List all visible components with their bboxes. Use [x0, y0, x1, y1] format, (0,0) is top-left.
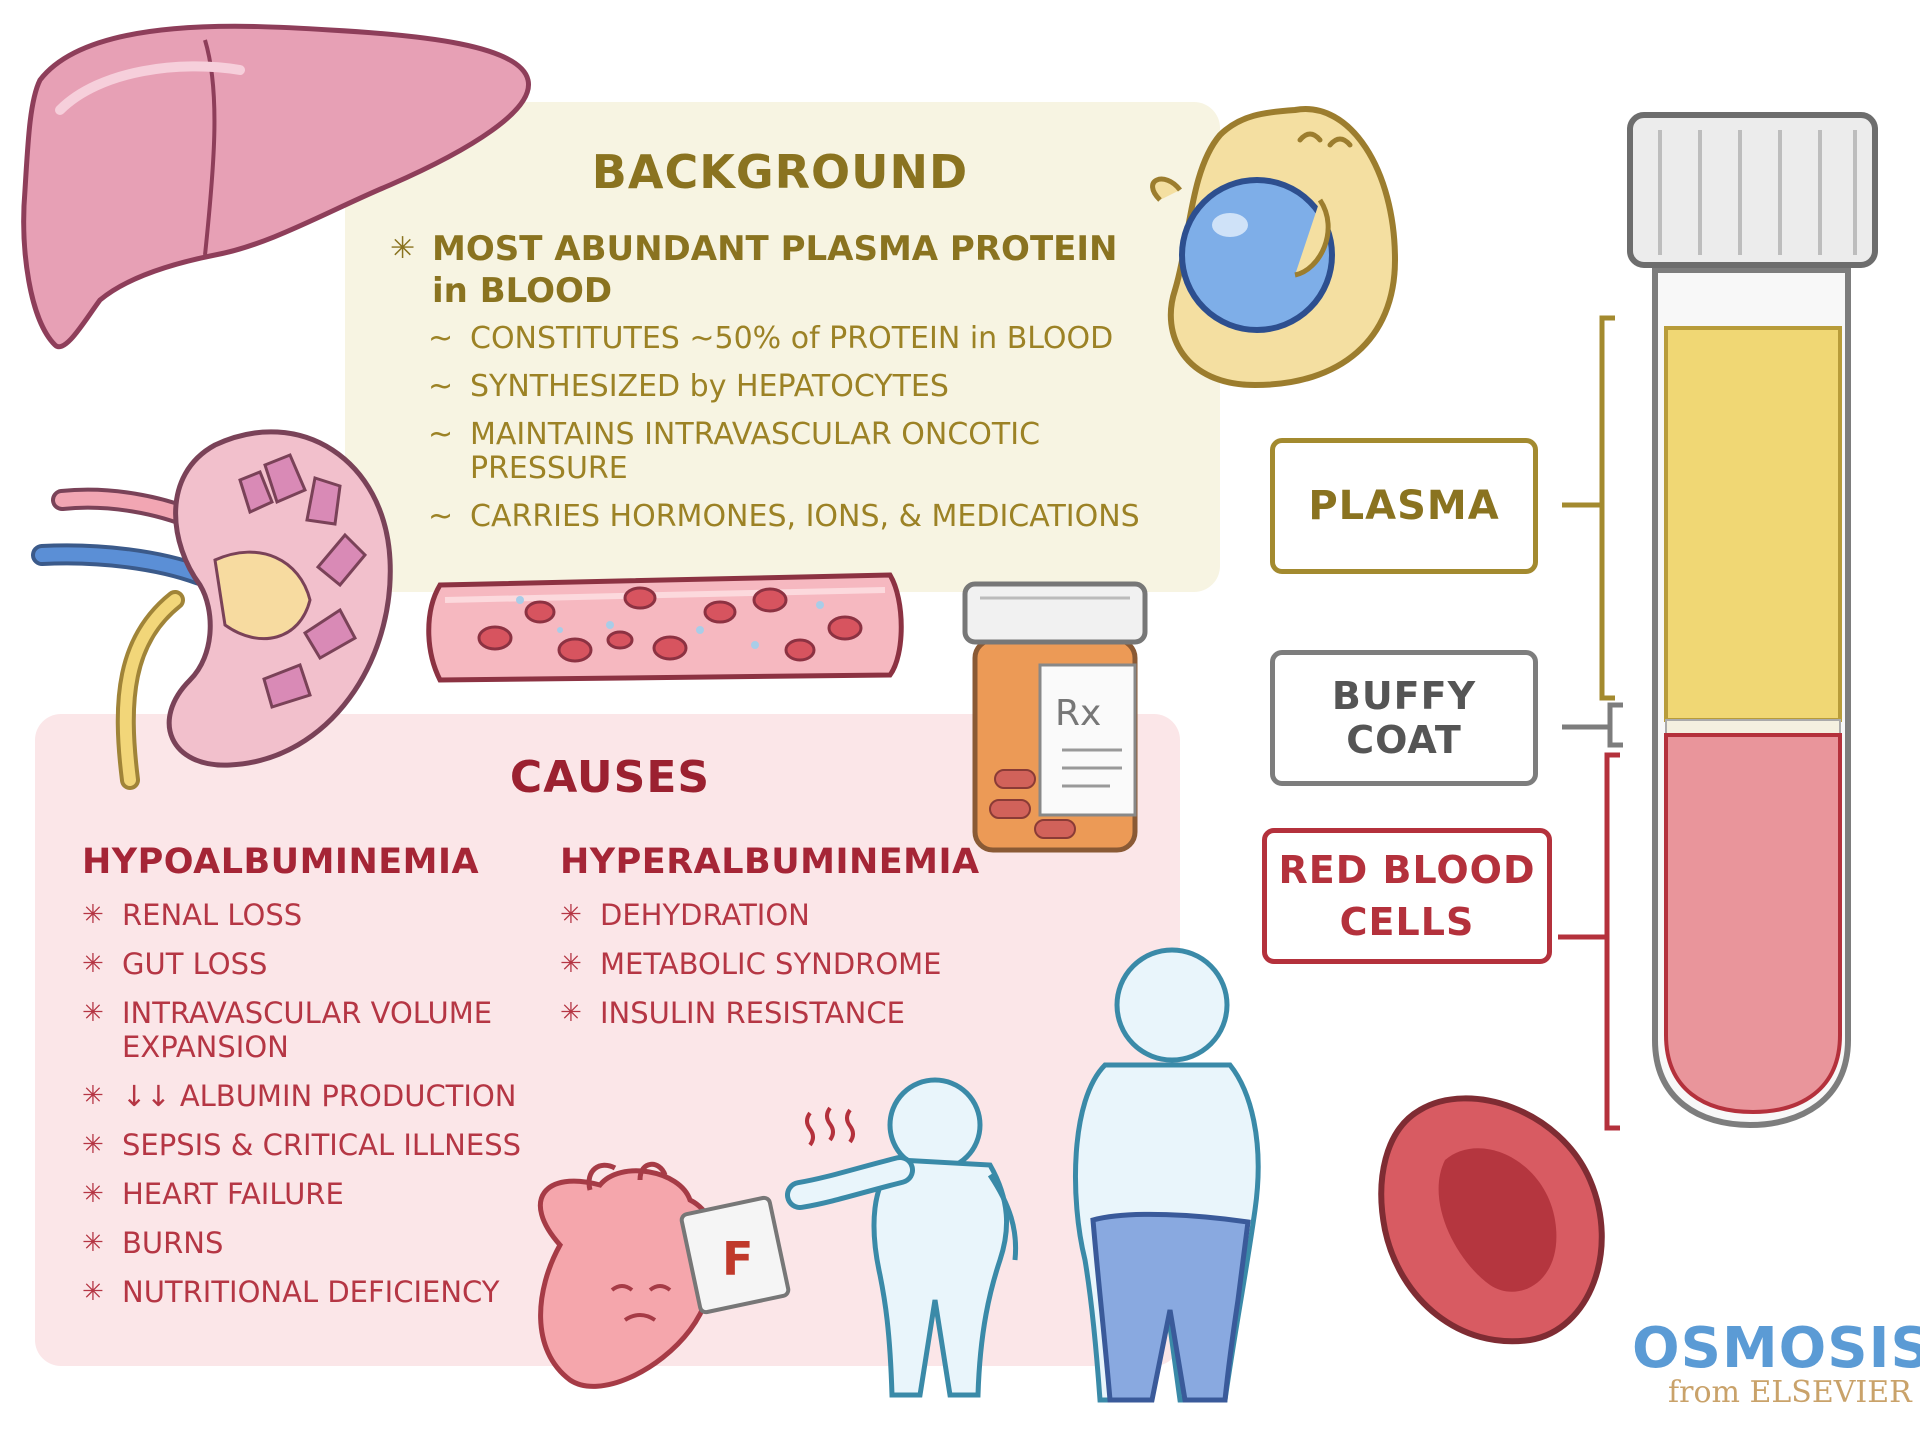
list-item: ✳ SEPSIS & CRITICAL ILLNESS	[82, 1128, 552, 1162]
hyperalbuminemia-list: ✳ DEHYDRATION ✳ METABOLIC SYNDROME ✳ INSULI…	[560, 898, 1020, 1045]
list-item: ✳ GUT LOSS	[82, 947, 552, 981]
list-item-text: METABOLIC SYNDROME	[600, 947, 942, 981]
grade-label: F	[722, 1232, 753, 1286]
list-item-text: GUT LOSS	[122, 947, 268, 981]
plasma-label: PLASMA	[1270, 438, 1538, 574]
rx-label: Rx	[1055, 693, 1101, 734]
sub-point: ~ MAINTAINS INTRAVASCULAR ONCOTIC PRESSU…	[428, 418, 1168, 486]
asterisk-icon: ✳	[82, 1081, 104, 1111]
list-item: ✳ RENAL LOSS	[82, 898, 552, 932]
tilde-icon: ~	[428, 417, 454, 452]
tilde-icon: ~	[428, 499, 454, 534]
sub-point-text: CARRIES HORMONES, IONS, & MEDICATIONS	[470, 499, 1140, 534]
background-title: BACKGROUND	[591, 145, 969, 199]
list-item-text: RENAL LOSS	[122, 898, 303, 932]
sub-point: ~ CONSTITUTES ~50% of PROTEIN in BLOOD	[428, 322, 1168, 356]
hyperalbuminemia-heading: HYPERALBUMINEMIA	[560, 842, 980, 882]
background-sub-list: ~ CONSTITUTES ~50% of PROTEIN in BLOOD ~…	[428, 322, 1168, 548]
list-item-text: SEPSIS & CRITICAL ILLNESS	[122, 1128, 522, 1162]
tilde-icon: ~	[428, 369, 454, 404]
rbc-label-line2: CELLS	[1339, 900, 1475, 944]
buffy-coat-label: BUFFY COAT	[1270, 650, 1538, 786]
plasma-label-text: PLASMA	[1308, 483, 1500, 529]
list-item-text: ↓↓ ALBUMIN PRODUCTION	[122, 1079, 517, 1113]
asterisk-icon: ✳	[82, 1179, 104, 1209]
logo-name: OSMOSIS	[1632, 1316, 1920, 1381]
list-item-text: INTRAVASCULAR VOLUME EXPANSION	[122, 996, 493, 1064]
sub-point-text: MAINTAINS INTRAVASCULAR ONCOTIC PRESSURE	[470, 417, 1041, 486]
hypoalbuminemia-heading: HYPOALBUMINEMIA	[82, 842, 480, 882]
rbc-bracket	[1558, 752, 1620, 1131]
heart-illustration: F	[538, 1161, 791, 1389]
buffy-bracket	[1562, 702, 1623, 748]
sub-point-text: SYNTHESIZED by HEPATOCYTES	[470, 369, 949, 404]
plasma-bracket	[1562, 315, 1615, 701]
background-main-point: ✳ MOST ABUNDANT PLASMA PROTEIN in BLOOD	[390, 228, 1150, 312]
test-tube-illustration	[1627, 112, 1878, 1129]
liver-illustration	[21, 23, 531, 350]
asterisk-icon: ✳	[82, 1130, 104, 1160]
sub-point: ~ CARRIES HORMONES, IONS, & MEDICATIONS	[428, 500, 1168, 534]
list-item-text: HEART FAILURE	[122, 1177, 344, 1211]
red-blood-cell-illustration	[1378, 1095, 1605, 1345]
asterisk-icon: ✳	[560, 949, 582, 979]
list-item: ✳ INTRAVASCULAR VOLUME EXPANSION	[82, 996, 552, 1064]
sub-point: ~ SYNTHESIZED by HEPATOCYTES	[428, 370, 1168, 404]
list-item: ✳ INSULIN RESISTANCE	[560, 996, 1020, 1030]
list-item-text: NUTRITIONAL DEFICIENCY	[122, 1275, 500, 1309]
red-blood-cells-label: RED BLOOD CELLS	[1262, 828, 1552, 964]
tilde-icon: ~	[428, 321, 454, 356]
asterisk-icon: ✳	[82, 1277, 104, 1307]
list-item-text: DEHYDRATION	[600, 898, 810, 932]
list-item: ✳ DEHYDRATION	[560, 898, 1020, 932]
list-item: ✳ METABOLIC SYNDROME	[560, 947, 1020, 981]
osmosis-logo: OSMOSIS from ELSEVIER	[1632, 1316, 1920, 1410]
tall-person-illustration	[1072, 947, 1261, 1403]
pill-bottle-illustration: Rx	[962, 581, 1148, 853]
asterisk-icon: ✳	[82, 949, 104, 979]
hypoalbuminemia-list: ✳ RENAL LOSS ✳ GUT LOSS ✳ INTRAVASCULAR VOL…	[82, 898, 552, 1324]
small-person-illustration	[785, 1077, 1019, 1398]
buffy-label-line2: COAT	[1346, 718, 1462, 762]
background-panel	[345, 102, 1220, 592]
asterisk-icon: ✳	[560, 900, 582, 930]
logo-subtitle: from ELSEVIER	[1668, 1375, 1912, 1410]
causes-title: CAUSES	[509, 752, 711, 803]
asterisk-icon: ✳	[390, 231, 416, 266]
main-point-text: MOST ABUNDANT PLASMA PROTEIN in BLOOD	[432, 229, 1118, 311]
asterisk-icon: ✳	[560, 998, 582, 1028]
kidney-illustration	[31, 429, 393, 790]
list-item: ✳ BURNS	[82, 1226, 552, 1260]
list-item: ✳ NUTRITIONAL DEFICIENCY	[82, 1275, 552, 1309]
albumin-character-illustration	[1150, 106, 1399, 389]
buffy-label-line1: BUFFY	[1331, 674, 1477, 718]
rbc-label-line1: RED BLOOD	[1278, 848, 1536, 892]
list-item: ✳ ↓↓ ALBUMIN PRODUCTION	[82, 1079, 552, 1113]
asterisk-icon: ✳	[82, 900, 104, 930]
list-item: ✳ HEART FAILURE	[82, 1177, 552, 1211]
list-item-text: INSULIN RESISTANCE	[600, 996, 905, 1030]
list-item-text: BURNS	[122, 1226, 224, 1260]
blood-vessel-illustration	[426, 572, 904, 683]
sub-point-text: CONSTITUTES ~50% of PROTEIN in BLOOD	[470, 321, 1114, 356]
asterisk-icon: ✳	[82, 1228, 104, 1258]
asterisk-icon: ✳	[82, 998, 104, 1028]
